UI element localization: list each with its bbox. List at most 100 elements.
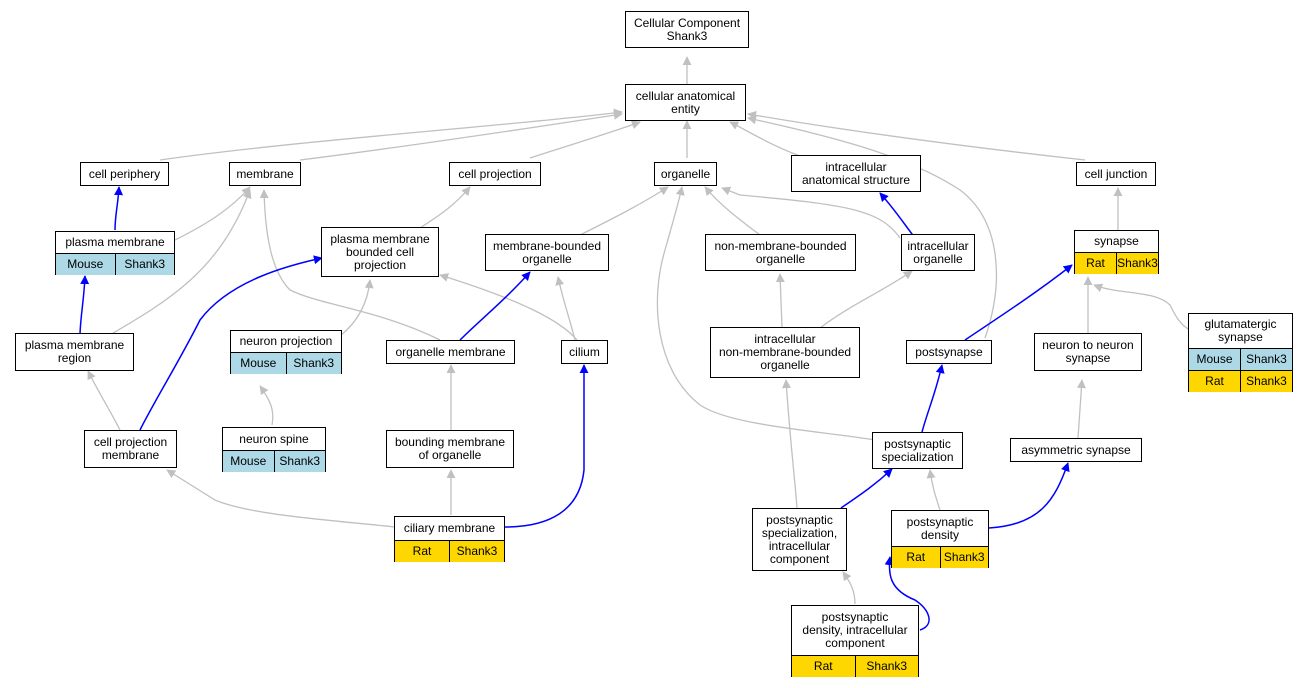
species-cell: Mouse: [240, 356, 277, 370]
edge-is-a: [159, 108, 623, 161]
gene-cell: Shank3: [854, 656, 919, 677]
node-ciliary-membrane[interactable]: ciliary membrane Rat Shank3: [394, 516, 505, 562]
annotation-row-mouse: Mouse Shank3: [1189, 348, 1292, 370]
edge-part-of: [988, 462, 1070, 529]
node-label-line: membrane-bounded: [492, 238, 602, 253]
node-label-line: specialization: [881, 449, 954, 464]
node-label-line: of organelle: [418, 448, 482, 462]
node-label-line: component: [769, 551, 830, 566]
node-label-line: Shank3: [666, 28, 708, 43]
node-label-line: density, intracellular: [802, 623, 908, 637]
gene-cell: Shank3: [1240, 349, 1292, 370]
node-label-line: cell periphery: [88, 166, 161, 181]
node-label-line: asymmetric synapse: [1021, 442, 1131, 457]
node-label-line: anatomical structure: [801, 172, 911, 187]
node-membrane[interactable]: membrane: [229, 162, 301, 186]
node-cilium[interactable]: cilium: [561, 340, 608, 364]
node-label-line: ciliary membrane: [403, 521, 496, 535]
gene-cell: Shank3: [285, 353, 342, 374]
node-cell-junction[interactable]: cell junction: [1076, 162, 1156, 186]
node-label-line: cell junction: [1084, 166, 1148, 181]
gene-cell: Shank3: [114, 254, 175, 275]
node-label-line: intracellular: [754, 332, 816, 346]
node-label-line: synapse: [1218, 330, 1263, 344]
node-label-line: density: [920, 527, 959, 542]
edge-part-of: [879, 192, 916, 239]
species-cell: Mouse: [1196, 352, 1233, 366]
species-cell: Rat: [1205, 374, 1224, 388]
node-label-line: cellular anatomical: [635, 88, 736, 103]
node-label-line: region: [57, 351, 92, 365]
edge-is-a: [87, 370, 121, 431]
edge-is-a: [782, 379, 798, 509]
node-label-line: postsynaptic: [906, 514, 974, 529]
node-label-line: intracellular: [907, 238, 969, 253]
node-label-line: postsynaptic: [766, 512, 833, 527]
node-label-line: non-membrane-bounded: [718, 345, 852, 359]
edge-is-a: [419, 186, 471, 229]
gene-cell: Shank3: [449, 541, 504, 562]
node-label-line: bounded cell: [345, 244, 415, 259]
annotation-row-rat: Rat Shank3: [892, 546, 988, 568]
edge-is-a: [747, 115, 998, 339]
node-label-line: cell projection: [458, 166, 532, 181]
node-cell-projection[interactable]: cell projection: [449, 162, 541, 186]
edge-part-of: [504, 364, 589, 528]
node-organelle[interactable]: organelle: [654, 162, 717, 186]
edge-is-a: [555, 276, 576, 341]
gene-cell: Shank3: [273, 451, 326, 472]
edge-is-a: [1093, 283, 1191, 331]
species-cell: Rat: [906, 550, 926, 564]
edge-is-a: [339, 279, 374, 337]
node-label-line: synapse: [1094, 234, 1139, 248]
node-organelle-membrane[interactable]: organelle membrane: [386, 340, 515, 364]
species-cell: Rat: [1086, 256, 1105, 270]
node-postsynapse[interactable]: postsynapse: [906, 340, 992, 364]
edge-is-a: [775, 273, 785, 329]
species-cell: Rat: [412, 544, 432, 558]
node-label-line: organelle membrane: [395, 344, 506, 359]
node-label-line: organelle: [913, 251, 963, 266]
node-asymmetric-synapse[interactable]: asymmetric synapse: [1010, 438, 1142, 462]
gene-cell: Shank3: [1240, 371, 1292, 392]
edge-part-of: [79, 275, 90, 337]
edge-is-a: [747, 110, 1086, 161]
node-neuron-projection[interactable]: neuron projection Mouse Shank3: [230, 330, 342, 374]
edge-is-a: [819, 270, 913, 329]
node-cell-periphery[interactable]: cell periphery: [80, 162, 169, 186]
edge-part-of: [884, 556, 930, 631]
node-label-line: plasma membrane: [330, 231, 430, 246]
edge-is-a: [259, 385, 274, 426]
node-label-line: intracellular: [768, 538, 831, 553]
annotation-row-rat: Rat Shank3: [1189, 370, 1292, 392]
node-label-line: entity: [671, 101, 700, 116]
edge-is-a: [1076, 379, 1086, 439]
node-label-line: neuron projection: [239, 334, 333, 348]
gene-cell: Shank3: [939, 547, 989, 568]
